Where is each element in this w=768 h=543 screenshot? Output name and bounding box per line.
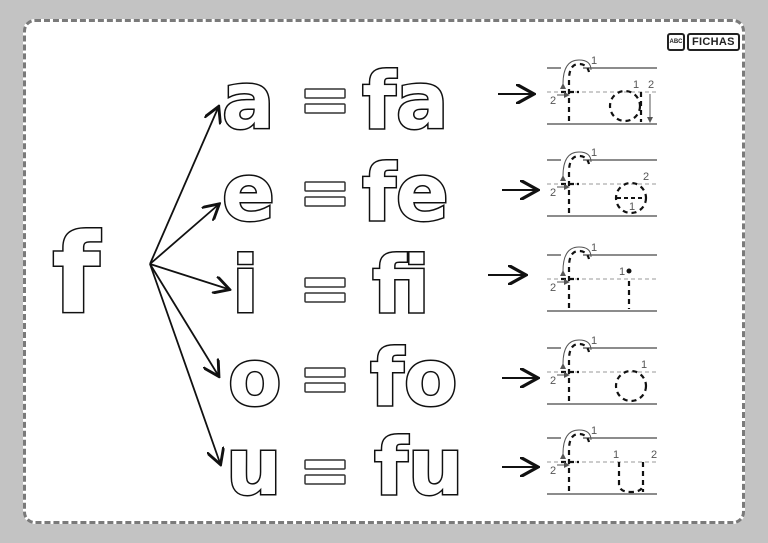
row-i: i fi 1	[231, 240, 657, 333]
vowel-letter: u	[226, 423, 282, 513]
syllable: fa	[362, 57, 449, 147]
syllable: fe	[362, 149, 449, 239]
abc-cube-icon: ABC	[667, 33, 685, 51]
svg-text:1: 1	[629, 201, 635, 213]
tracing-guide: 21	[547, 147, 657, 216]
vowel-letter: i	[232, 241, 259, 331]
svg-text:1: 1	[613, 449, 619, 461]
equals-icon	[304, 277, 346, 303]
syllable: fi	[372, 241, 430, 331]
vowel-letter: a	[222, 57, 275, 147]
equals-icon	[304, 181, 346, 207]
equals-icon	[304, 459, 346, 485]
worksheet	[23, 19, 745, 524]
syllable: fo	[370, 334, 458, 424]
tracing-guide: 1	[547, 335, 657, 404]
arrows-fan	[149, 108, 228, 463]
syllable: fu	[374, 423, 463, 513]
base-letter: f	[52, 210, 101, 338]
equals-icon	[304, 367, 346, 393]
svg-text:1: 1	[619, 266, 625, 278]
row-o: o fo 1	[227, 333, 657, 426]
vowel-letter: e	[222, 149, 275, 239]
svg-text:1: 1	[633, 79, 639, 91]
logo-text: FICHAS	[687, 33, 740, 51]
fichas-logo: ABC FICHAS	[667, 33, 740, 51]
row-e: e fe 21	[221, 147, 657, 241]
svg-text:2: 2	[648, 79, 654, 91]
svg-text:2: 2	[643, 171, 649, 183]
svg-text:2: 2	[651, 449, 657, 461]
tracing-guide: 1	[547, 242, 657, 311]
equals-icon	[304, 88, 346, 114]
svg-text:1: 1	[641, 359, 647, 371]
vowel-letter: o	[228, 334, 282, 424]
